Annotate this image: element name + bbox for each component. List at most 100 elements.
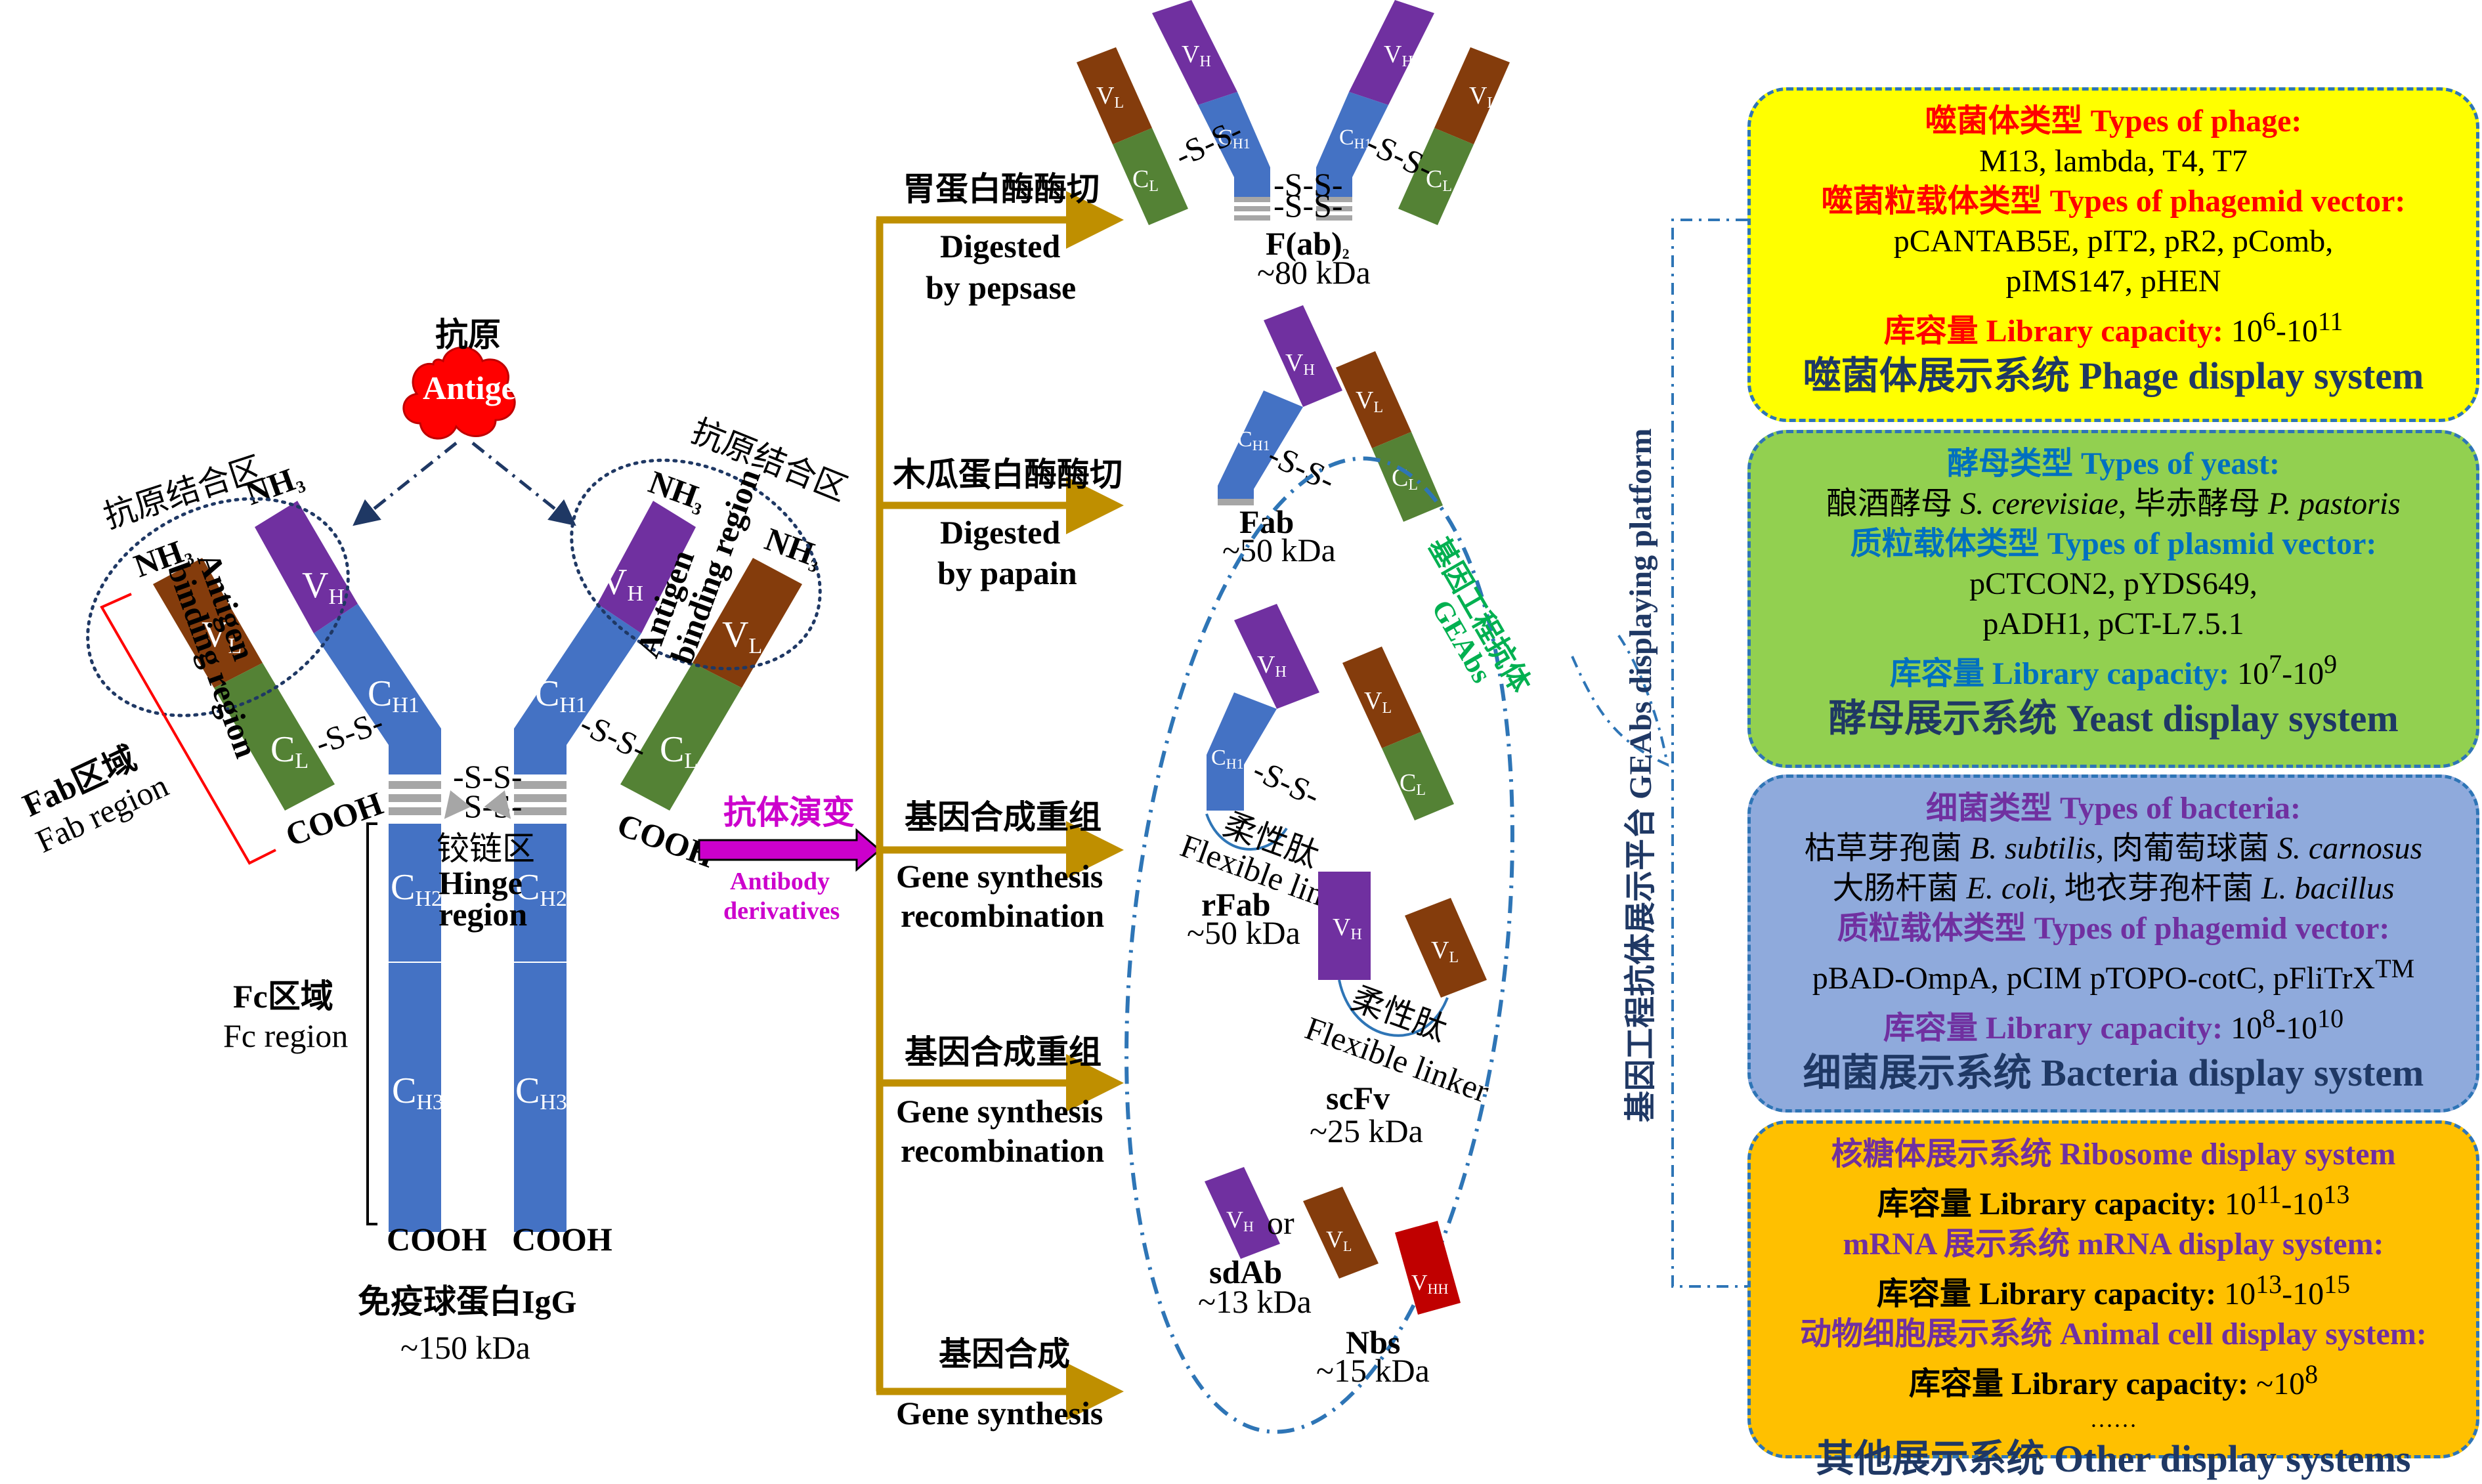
left-ch3-domain: [389, 963, 441, 1232]
fab2-vl-label: VL: [1096, 82, 1124, 112]
hinge-cn: 铰链区: [437, 830, 535, 867]
scfv-vl: [1405, 898, 1487, 998]
method-1-en-1: Digested: [940, 228, 1060, 265]
nbs-name: Nbs: [1346, 1324, 1400, 1361]
fc-region-cn: Fc区域: [233, 978, 333, 1015]
fab2-vh-label: VH: [1182, 41, 1211, 70]
other-ellipsis: ……: [2089, 1406, 2137, 1432]
method-3-cn: 基因合成重组: [905, 799, 1102, 836]
right-vh-label: VH: [601, 562, 643, 606]
right-cl-domain: [620, 663, 742, 811]
bacteria-vector-value: pBAD-OmpA, pCIM pTOPO-cotC, pFliTrXTM: [1812, 954, 2415, 996]
fab2-right-vl-label: VL: [1469, 82, 1497, 112]
rfab-linker: [1205, 813, 1288, 851]
fab-mass: ~50 kDa: [1222, 532, 1336, 568]
right-abr-cn: 抗原结合区: [687, 412, 853, 508]
method-2-cn: 木瓜蛋白酶酶切: [893, 456, 1123, 493]
right-ch1-label: CH1: [535, 673, 587, 717]
fragment-nbs: VHH Nbs ~15 kDa: [1316, 1221, 1461, 1389]
mrna-head: mRNA 展示系统 mRNA display system:: [1843, 1227, 2384, 1261]
right-ss-label: -S-S-: [574, 705, 653, 767]
rfab-mass: ~50 kDa: [1187, 914, 1300, 951]
phage-types-head: 噬菌体类型 Types of phage:: [1925, 104, 2302, 138]
fab-vl-label: VL: [1356, 387, 1383, 416]
fab2-right-vl: [1434, 47, 1510, 144]
right-ch3-label: CH3: [515, 1071, 567, 1114]
phage-title: 噬菌体展示系统 Phage display system: [1803, 354, 2424, 397]
fragment-fab2: VL CL VH CH1 VH CH1 VL CL -S-S- -S-S- -S…: [1077, 0, 1510, 291]
branch-tree: [876, 191, 1124, 1420]
fab-ch1-label: CH1: [1237, 427, 1270, 454]
fab2-left-vl: [1077, 47, 1152, 144]
sdab-vl: [1303, 1187, 1379, 1279]
phage-display-box: 噬菌体类型 Types of phage: M13, lambda, T4, T…: [1747, 87, 2479, 422]
right-vl-domain: [693, 558, 802, 688]
left-cl-label: CL: [270, 729, 309, 773]
hinge-en-1: Hinge: [439, 864, 523, 901]
fab2-left-vh: [1152, 0, 1237, 105]
scfv-linker: [1338, 979, 1449, 1037]
platform-bracket: 基因工程抗体展示平台 GEAbs displaying platform: [1623, 219, 1747, 1288]
fab2-right-cl: [1398, 128, 1474, 225]
bacteria-types-head: 细菌类型 Types of bacteria:: [1925, 791, 2301, 826]
yeast-vector-head: 质粒载体类型 Types of plasmid vector:: [1850, 526, 2377, 561]
bacteria-types-row-1: 枯草芽孢菌 B. subtilis, 肉葡萄球菌 S. carnosus: [1804, 831, 2423, 866]
fab2-right-ch1: [1316, 92, 1388, 197]
left-vh-label: VH: [302, 565, 345, 609]
fragment-rfab: VH CH1 VL CL -S-S- 柔性肽 Flexible linker r…: [1176, 604, 1454, 951]
method-3-en-1: Gene synthesis: [896, 858, 1103, 895]
bacteria-types-row-2: 大肠杆菌 E. coli, 地衣芽孢杆菌 L. bacillus: [1832, 871, 2395, 906]
nbs-vhh-label: VHH: [1411, 1271, 1448, 1297]
rfab-name: rFab: [1201, 886, 1271, 923]
fab-ss: -S-S-: [1262, 436, 1340, 498]
scfv-vh: [1318, 872, 1371, 980]
sdab-or: or: [1267, 1204, 1294, 1241]
hinge-disulfide-bars: [389, 781, 567, 815]
sdab-mass: ~13 kDa: [1198, 1283, 1312, 1320]
rfab-cl-label: CL: [1400, 769, 1426, 799]
fab-vh: [1264, 305, 1342, 407]
animal-capacity: 库容量 Library capacity: ~108: [1908, 1359, 2319, 1401]
method-labels: 胃蛋白酶酶切 Digested by pepsase 木瓜蛋白酶酶切 Diges…: [893, 171, 1123, 1431]
method-4-cn: 基因合成重组: [905, 1034, 1102, 1071]
antigen-en: Antigen: [423, 370, 534, 406]
sdab-vh: [1205, 1167, 1280, 1259]
method-5-cn: 基因合成: [939, 1336, 1070, 1372]
ribosome-head: 核糖体展示系统 Ribosome display system: [1831, 1137, 2396, 1172]
phage-vector-value-1: pCANTAB5E, pIT2, pR2, pComb,: [1893, 224, 2334, 259]
left-abr-cn: 抗原结合区: [99, 450, 267, 536]
geabs-connector: [1571, 629, 1669, 767]
nbs-mass: ~15 kDa: [1316, 1352, 1430, 1389]
bacteria-vector-head: 质粒载体类型 Types of phagemid vector:: [1837, 911, 2390, 946]
sdab-name: sdAb: [1209, 1254, 1282, 1290]
left-cl-domain: [214, 663, 335, 811]
hinge-ss-top: -S-S-: [453, 758, 523, 795]
fab2-ch1-label: CH1: [1218, 125, 1251, 152]
right-binding-region-outline: [570, 458, 822, 671]
fc-region-en: Fc region: [223, 1017, 348, 1054]
left-ch2-domain: [389, 824, 441, 962]
fab-name: Fab: [1239, 503, 1294, 540]
phage-capacity: 库容量 Library capacity: 106-1011: [1883, 307, 2343, 349]
right-ch1-domain: [514, 604, 641, 774]
rfab-ss: -S-S-: [1247, 751, 1325, 813]
yeast-vector-value-1: pCTCON2, pYDS649,: [1969, 566, 2257, 601]
geabs-outline: [1124, 456, 1514, 1434]
right-ch2-domain: [514, 824, 567, 962]
yeast-vector-value-2: pADH1, pCT-L7.5.1: [1982, 606, 2244, 641]
igg-mass: ~150 kDa: [400, 1329, 530, 1366]
right-heavy-cooh: COOH: [512, 1221, 612, 1258]
platform-bracket-line: [1671, 219, 1747, 1288]
fab2-left-ch1: [1198, 92, 1270, 197]
yeast-types-head: 酵母类型 Types of yeast:: [1946, 446, 2280, 481]
fab2-left-cl: [1113, 128, 1188, 225]
right-cl-label: CL: [660, 729, 698, 773]
derivatives-arrow-group: 抗体演变 Antibody derivatives: [698, 794, 882, 925]
sdab-vh-label: VH: [1226, 1206, 1254, 1235]
yeast-types-value: 酿酒酵母 S. cerevisiae, 毕赤酵母 P. pastoris: [1826, 486, 2401, 521]
fab2-ss-2: -S-S-: [1273, 187, 1343, 224]
fab2-right-vh-label: VH: [1384, 41, 1413, 70]
animal-head: 动物细胞展示系统 Animal cell display system:: [1800, 1317, 2427, 1351]
